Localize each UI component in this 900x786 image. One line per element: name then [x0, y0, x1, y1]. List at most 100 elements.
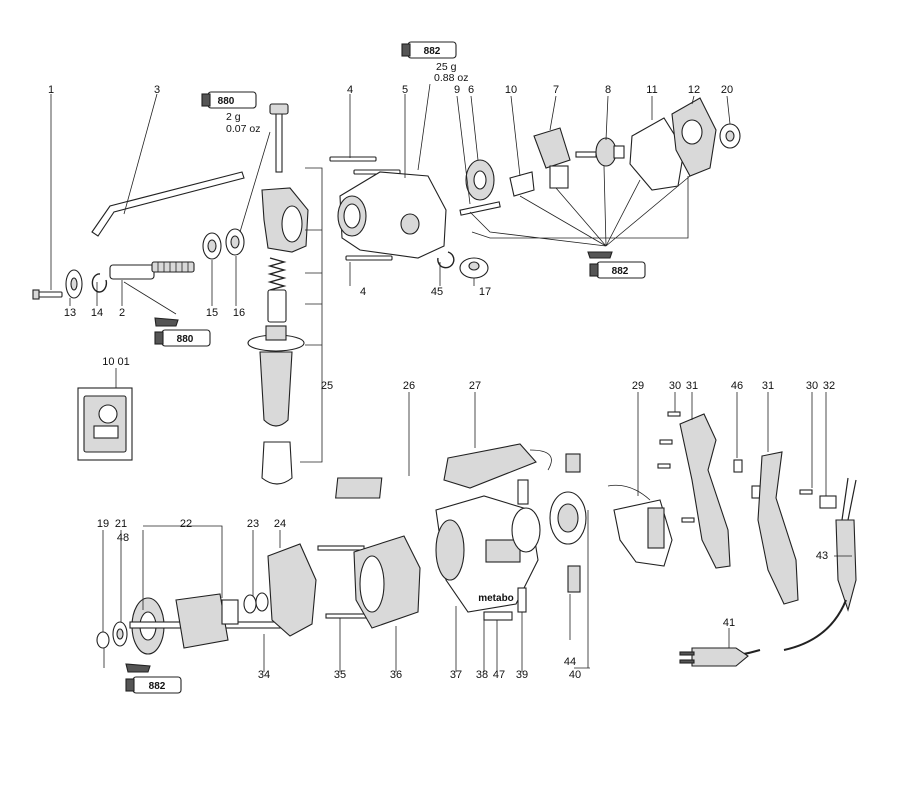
grease-tube-882-gearbox: 882: [587, 251, 646, 279]
label-7: 7: [553, 84, 559, 96]
part-46-spring[interactable]: [733, 459, 761, 499]
part-17-cap[interactable]: [459, 257, 489, 279]
svg-text:882: 882: [424, 46, 441, 57]
part-5-gear-housing[interactable]: [337, 171, 447, 259]
svg-text:0.07 oz: 0.07 oz: [226, 123, 260, 135]
label-43: 43: [816, 550, 828, 562]
part-47-rating-plate[interactable]: [483, 611, 513, 621]
part-6-gear[interactable]: [465, 159, 495, 201]
part-27-switch-cover[interactable]: [443, 443, 552, 489]
label-34: 34: [258, 669, 270, 681]
part-16-bearing[interactable]: [225, 228, 245, 256]
power-cord-group: [679, 519, 857, 667]
part-connector[interactable]: [565, 453, 581, 473]
part-bolt[interactable]: [275, 111, 283, 173]
label-46: 46: [731, 380, 743, 392]
part-26-label[interactable]: [335, 477, 383, 499]
part-30-screws[interactable]: [657, 411, 695, 523]
label-44: 44: [564, 656, 576, 668]
grease-tube-880-top: 880 2 g 0.07 oz: [201, 91, 260, 135]
part-45-retaining-ring[interactable]: [437, 251, 455, 269]
svg-text:880: 880: [177, 334, 194, 345]
label-48: 48: [117, 532, 129, 544]
part-30-screw-right[interactable]: [799, 489, 813, 495]
part-20-nut[interactable]: [719, 123, 741, 149]
label-31b: 31: [762, 380, 774, 392]
part-24-fan-guide[interactable]: [267, 543, 317, 637]
side-handle-group: [247, 103, 309, 485]
part-44-brush[interactable]: [567, 565, 581, 593]
part-side-handle[interactable]: [247, 325, 305, 427]
label-15: 15: [206, 307, 218, 319]
part-10-clip[interactable]: [509, 171, 535, 197]
part-43-strain-relief[interactable]: [835, 519, 857, 612]
part-13-bearing[interactable]: [65, 269, 83, 299]
part-23-bearing[interactable]: [243, 592, 269, 614]
part-ring[interactable]: [511, 507, 541, 553]
handle-group: [657, 411, 857, 605]
part-8-pinion-shaft[interactable]: [575, 137, 625, 167]
label-37: 37: [450, 669, 462, 681]
label-17: 17: [479, 286, 491, 298]
part-7-switch-cover[interactable]: [533, 127, 571, 189]
part-31-handle-left[interactable]: [679, 413, 731, 569]
label-14: 14: [91, 307, 103, 319]
svg-text:0.88 oz: 0.88 oz: [434, 72, 468, 84]
switch-group: [549, 484, 673, 593]
label-30b: 30: [806, 380, 818, 392]
part-2-spindle[interactable]: [109, 261, 195, 280]
label-1001: 10 01: [102, 356, 130, 368]
gear-housing-group: [329, 97, 741, 279]
label-4b: 4: [360, 286, 366, 298]
label-38: 38: [476, 669, 488, 681]
svg-text:880: 880: [218, 96, 235, 107]
part-spring[interactable]: [267, 257, 287, 291]
grease-tube-880-spindle: 880: [154, 317, 211, 347]
brush-icon: [587, 251, 613, 259]
brush-icon: [154, 317, 179, 327]
part-label-strip[interactable]: [517, 479, 529, 505]
part-14-retaining-ring[interactable]: [91, 273, 108, 293]
inset-detail-1001: [77, 368, 133, 461]
part-9-pin[interactable]: [459, 201, 501, 216]
part-22-armature[interactable]: [129, 593, 281, 649]
part-labels: 1 3 4 5 9 6 10 7 8 11 12 20 13 14 2 15 1…: [48, 84, 835, 681]
part-cap[interactable]: [261, 441, 293, 485]
label-11: 11: [646, 84, 657, 96]
svg-text:metabo: metabo: [478, 593, 514, 604]
part-15-bearing[interactable]: [202, 232, 222, 260]
part-sleeve[interactable]: [267, 289, 287, 323]
part-29-switch[interactable]: [607, 484, 673, 567]
label-29: 29: [632, 380, 644, 392]
part-12-bearing-plate[interactable]: [671, 97, 717, 177]
part-41-plug[interactable]: [679, 647, 749, 667]
part-1-screw[interactable]: [32, 289, 63, 300]
part-36-field[interactable]: [353, 535, 421, 629]
label-6: 6: [468, 84, 474, 96]
part-31-handle-right[interactable]: [757, 451, 799, 605]
part-39-tag[interactable]: [517, 587, 527, 613]
label-23: 23: [247, 518, 259, 530]
spindle-group: [32, 171, 245, 300]
label-10: 10: [505, 84, 517, 96]
part-4-screw-bottom[interactable]: [345, 255, 393, 261]
part-32-clamp[interactable]: [819, 477, 857, 521]
grease-tube-882-armature: 882: [125, 663, 182, 694]
armature-group: [96, 535, 421, 655]
part-35-screws[interactable]: [317, 545, 373, 619]
label-16: 16: [233, 307, 245, 319]
label-5: 5: [402, 84, 408, 96]
label-19: 19: [97, 518, 109, 530]
label-36: 36: [390, 669, 402, 681]
label-13: 13: [64, 307, 76, 319]
part-19-bearing[interactable]: [96, 631, 110, 649]
label-26: 26: [403, 380, 415, 392]
svg-text:882: 882: [149, 681, 166, 692]
part-3-depth-rod[interactable]: [91, 171, 245, 237]
svg-text:25 g: 25 g: [436, 61, 457, 73]
part-4-screw-top[interactable]: [329, 156, 377, 162]
part-brush-holder[interactable]: [549, 491, 587, 545]
part-21-bearing[interactable]: [112, 621, 128, 647]
label-32: 32: [823, 380, 835, 392]
